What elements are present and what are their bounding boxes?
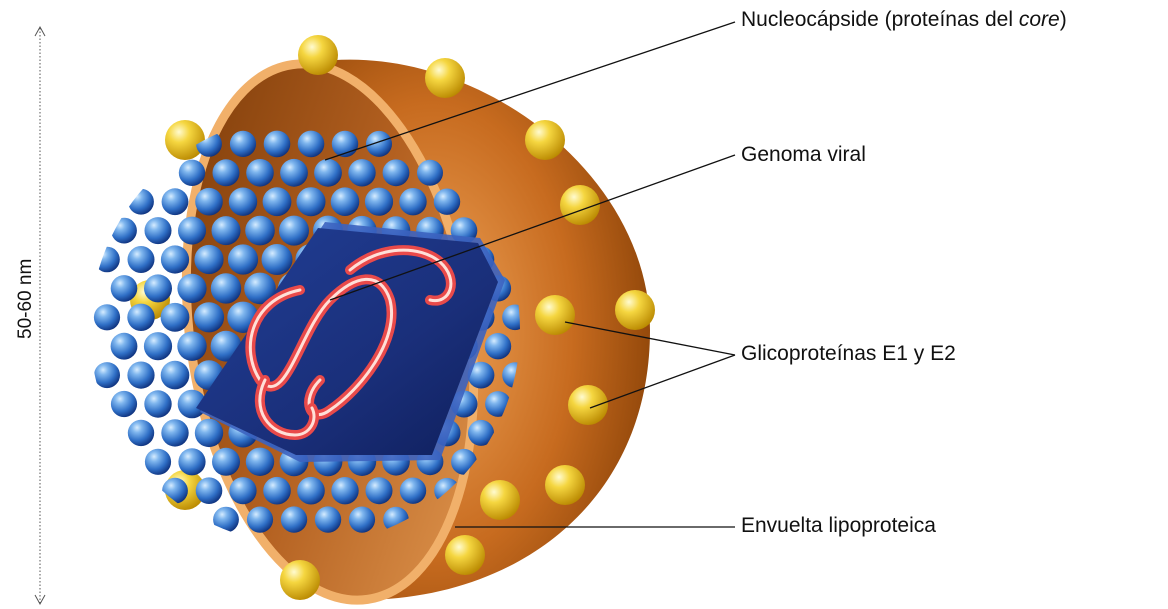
capsid-protein-sphere xyxy=(111,391,137,417)
capsid-protein-sphere xyxy=(194,245,223,274)
capsid-protein-sphere xyxy=(111,218,137,244)
label-nucleocapsid-core: core xyxy=(1019,8,1060,31)
capsid-protein-sphere xyxy=(177,332,206,361)
capsid-protein-sphere xyxy=(314,159,342,187)
capsid-protein-sphere xyxy=(229,477,256,504)
capsid-protein-sphere xyxy=(246,448,274,476)
glycoprotein-spike xyxy=(280,560,320,600)
capsid-protein-sphere xyxy=(161,303,190,332)
label-nucleocapsid-text: Nucleocápside (proteínas del xyxy=(741,8,1019,31)
capsid-protein-sphere xyxy=(263,477,291,505)
capsid-protein-sphere xyxy=(161,419,188,446)
glycoprotein-spike xyxy=(298,35,338,75)
capsid-protein-sphere xyxy=(262,244,293,275)
label-envelope: Envuelta lipoproteica xyxy=(741,514,936,538)
capsid-protein-sphere xyxy=(144,274,172,302)
capsid-protein-sphere xyxy=(177,274,206,303)
capsid-protein-sphere xyxy=(298,131,325,158)
capsid-protein-sphere xyxy=(213,159,240,186)
glycoprotein-spike xyxy=(425,58,465,98)
capsid-protein-sphere xyxy=(94,247,120,273)
capsid-protein-sphere xyxy=(111,333,138,360)
capsid-protein-sphere xyxy=(349,506,375,532)
capsid-protein-sphere xyxy=(281,506,307,532)
capsid-protein-sphere xyxy=(279,216,309,246)
capsid-protein-sphere xyxy=(128,189,154,215)
capsid-protein-sphere xyxy=(144,332,172,360)
capsid-protein-sphere xyxy=(229,188,257,216)
capsid-protein-sphere xyxy=(331,477,358,504)
glycoprotein-spike xyxy=(545,465,585,505)
capsid-protein-sphere xyxy=(417,160,443,186)
label-genome: Genoma viral xyxy=(741,143,866,167)
capsid-protein-sphere xyxy=(264,131,291,158)
capsid-protein-sphere xyxy=(399,188,426,215)
glycoprotein-spike xyxy=(568,385,608,425)
capsid-protein-sphere xyxy=(144,390,171,417)
capsid-protein-sphere xyxy=(179,160,205,186)
capsid-protein-sphere xyxy=(297,477,325,505)
capsid-protein-sphere xyxy=(366,477,393,504)
glycoprotein-spike xyxy=(165,120,205,160)
capsid-protein-sphere xyxy=(263,187,292,216)
capsid-protein-sphere xyxy=(297,187,326,216)
capsid-protein-sphere xyxy=(315,506,341,532)
glycoprotein-spike xyxy=(525,120,565,160)
capsid-protein-sphere xyxy=(195,188,223,216)
capsid-protein-sphere xyxy=(162,478,188,504)
capsid-protein-sphere xyxy=(162,188,189,215)
capsid-protein-sphere xyxy=(383,159,410,186)
capsid-protein-sphere xyxy=(485,333,511,359)
capsid-protein-sphere xyxy=(127,304,154,331)
capsid-protein-sphere xyxy=(230,131,256,157)
capsid-protein-sphere xyxy=(94,362,120,388)
scale-label: 50-60 nm xyxy=(15,259,37,339)
capsid-protein-sphere xyxy=(212,216,241,245)
capsid-protein-sphere xyxy=(228,244,258,274)
capsid-protein-sphere xyxy=(145,217,172,244)
capsid-protein-sphere xyxy=(434,189,460,215)
glycoprotein-spike xyxy=(480,480,520,520)
capsid-protein-sphere xyxy=(247,506,273,532)
capsid-protein-sphere xyxy=(245,216,275,246)
label-nucleocapsid: Nucleocápside (proteínas del core) xyxy=(741,8,1067,32)
capsid-protein-sphere xyxy=(280,159,308,187)
capsid-protein-sphere xyxy=(145,449,171,475)
label-glycoproteins: Glicoproteínas E1 y E2 xyxy=(741,342,956,366)
capsid-protein-sphere xyxy=(94,304,120,330)
capsid-protein-sphere xyxy=(331,187,360,216)
capsid-protein-sphere xyxy=(196,477,223,504)
capsid-protein-sphere xyxy=(128,420,154,446)
capsid-protein-sphere xyxy=(195,419,223,447)
capsid-protein-sphere xyxy=(178,217,206,245)
capsid-protein-sphere xyxy=(161,245,189,273)
capsid-protein-sphere xyxy=(111,275,138,302)
capsid-protein-sphere xyxy=(178,448,205,475)
glycoprotein-spike xyxy=(445,535,485,575)
glycoprotein-spike xyxy=(615,290,655,330)
capsid-protein-sphere xyxy=(127,362,154,389)
capsid-protein-sphere xyxy=(161,361,190,390)
capsid-protein-sphere xyxy=(400,478,426,504)
capsid-protein-sphere xyxy=(194,302,224,332)
capsid-protein-sphere xyxy=(348,159,375,186)
capsid-protein-sphere xyxy=(366,131,392,157)
glycoprotein-spike xyxy=(535,295,575,335)
capsid-protein-sphere xyxy=(246,159,274,187)
label-nucleocapsid-close: ) xyxy=(1060,8,1067,31)
capsid-protein-sphere xyxy=(128,246,155,273)
capsid-protein-sphere xyxy=(212,448,240,476)
capsid-protein-sphere xyxy=(211,273,241,303)
capsid-protein-sphere xyxy=(365,188,393,216)
capsid-protein-sphere xyxy=(213,507,239,533)
